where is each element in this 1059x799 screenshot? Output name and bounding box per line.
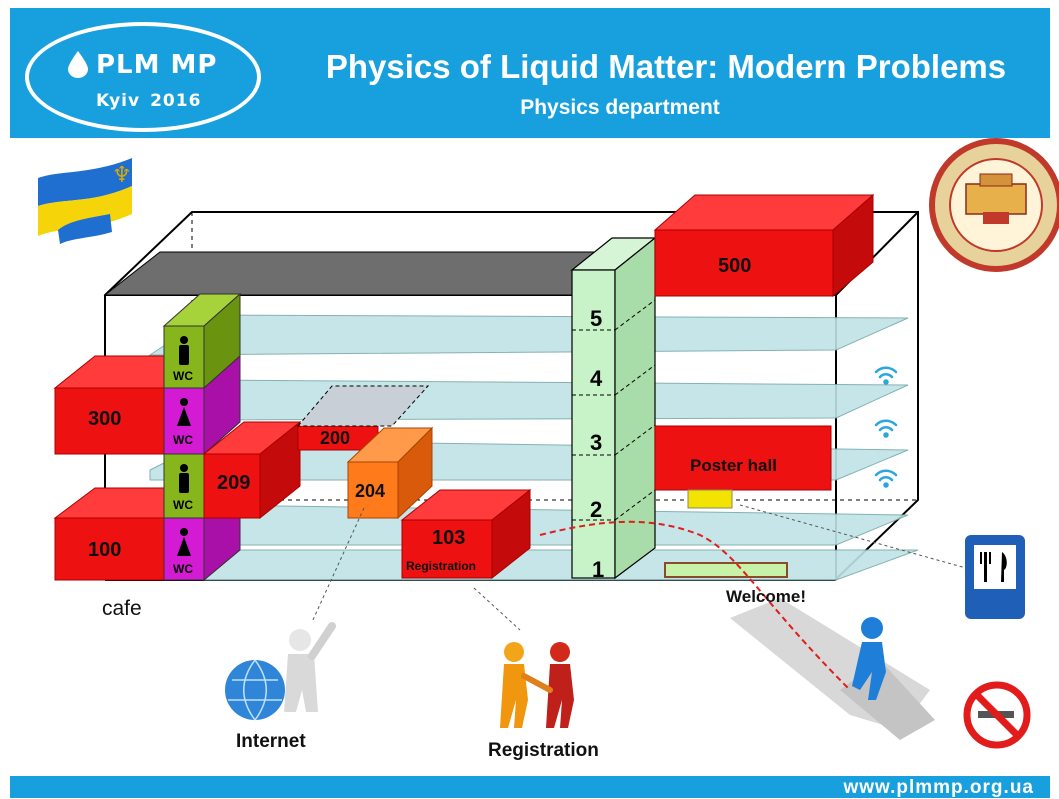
- wc-label: WC: [173, 562, 193, 576]
- floor-number-3: 3: [590, 430, 603, 455]
- restaurant-sign-icon: [965, 535, 1025, 619]
- university-seal-icon: [929, 138, 1059, 272]
- wifi-icon: [874, 419, 898, 438]
- logo-year: 2016: [150, 91, 202, 111]
- page-title: Physics of Liquid Matter: Modern Problem…: [325, 48, 1007, 85]
- flag-icon: ♆: [38, 158, 132, 244]
- male-icon: [179, 336, 189, 365]
- welcome-label: Welcome!: [726, 587, 806, 606]
- floor-number-2: 2: [590, 497, 603, 522]
- room-204: [346, 426, 434, 520]
- globe-person-icon: [225, 622, 336, 721]
- cafe-label: cafe: [102, 597, 142, 620]
- floor-number-4: 4: [590, 366, 603, 391]
- welcome-desk: [664, 562, 788, 578]
- walking-person-icon: [852, 617, 886, 700]
- room-300-label: 300: [88, 408, 122, 430]
- floor-number-5: 5: [590, 306, 603, 331]
- floor-number-1: 1: [592, 557, 605, 582]
- room-209: [202, 420, 302, 520]
- internet-label: Internet: [236, 731, 306, 752]
- room-103-registration-note: Registration: [406, 559, 477, 573]
- wc-label: WC: [173, 498, 193, 512]
- logo-name: PLM MP: [96, 50, 218, 80]
- roof-slab: [103, 251, 601, 296]
- room-500: [653, 193, 875, 298]
- wifi-icon: [874, 469, 898, 488]
- female-icon: [177, 398, 191, 426]
- female-icon: [177, 528, 191, 556]
- no-smoking-icon: [963, 681, 1031, 749]
- svg-text:♆: ♆: [112, 163, 132, 188]
- room-100-label: 100: [88, 539, 122, 561]
- room-500-label: 500: [718, 255, 752, 277]
- wc-label: WC: [173, 433, 193, 447]
- room-204-label: 204: [355, 481, 386, 501]
- room-103-label: 103: [432, 527, 466, 549]
- wc-label: WC: [173, 369, 193, 383]
- handshake-icon: [500, 642, 574, 728]
- room-103: [400, 488, 532, 580]
- page-subtitle: Physics department: [520, 96, 720, 119]
- registration-label: Registration: [488, 740, 599, 761]
- conference-logo: [25, 22, 261, 132]
- entrance-path: [730, 598, 935, 740]
- wifi-icon: [874, 366, 898, 385]
- staircase: [570, 236, 657, 580]
- website-url[interactable]: www.plmmp.org.ua: [843, 777, 1034, 798]
- male-icon: [179, 464, 189, 493]
- route-line: [539, 520, 851, 691]
- room-200-label: 200: [320, 428, 351, 448]
- poster-hall-label: Poster hall: [690, 456, 777, 475]
- room-poster-hall: [654, 425, 832, 509]
- room-209-label: 209: [217, 472, 251, 494]
- drop-icon: [68, 51, 88, 78]
- ghost-room: [296, 385, 430, 427]
- footer-banner: www.plmmp.org.ua: [10, 776, 1050, 798]
